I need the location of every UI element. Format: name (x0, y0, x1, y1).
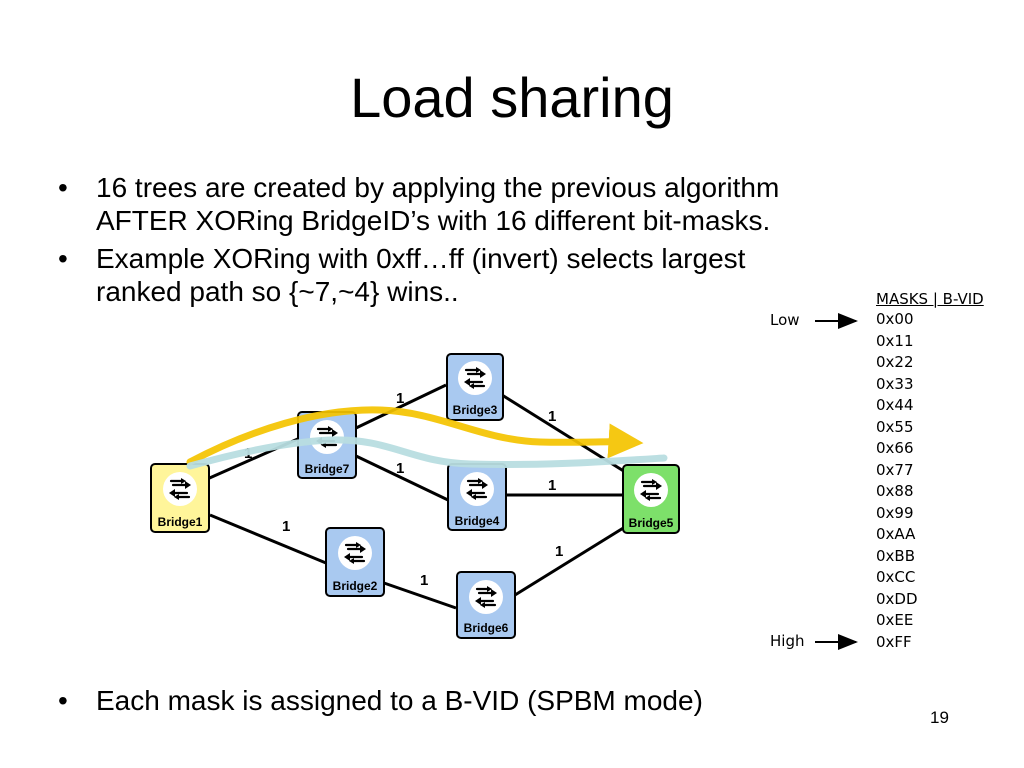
high-label: High (770, 632, 805, 650)
bridge-node-bridge1: Bridge1 (150, 463, 210, 533)
bullet-text-line: 16 trees are created by applying the pre… (96, 172, 780, 203)
link-cost-label: 1 (420, 572, 428, 589)
mask-value: 0x44 (876, 396, 914, 414)
bullet-item: • Example XORing with 0xff…ff (invert) s… (58, 242, 958, 312)
slide-number: 19 (930, 708, 949, 727)
mask-table-header: MASKS | B-VID (876, 290, 984, 308)
link-bridge1-bridge2 (209, 513, 327, 565)
bridge-node-bridge2: Bridge2 (325, 527, 385, 597)
mask-value: 0x99 (876, 503, 914, 522)
switch-arrows-icon (161, 470, 199, 508)
link-cost-label: 1 (396, 390, 404, 407)
link-bridge7-bridge3 (355, 383, 447, 430)
bullet-marker: • (58, 685, 68, 716)
bullet-text-line: AFTER XORing BridgeID’s with 16 differen… (96, 205, 771, 236)
slide-title: Load sharing (350, 66, 674, 129)
mask-value: 0x55 (876, 417, 914, 436)
link-bridge2-bridge6 (383, 581, 457, 610)
bridge-label: Bridge5 (629, 516, 674, 530)
bridge-node-bridge5: Bridge5 (622, 464, 680, 534)
mask-value: 0x00 (876, 310, 914, 328)
mask-value: 0x33 (876, 374, 914, 393)
switch-arrows-icon (632, 471, 670, 509)
mask-value: 0x77 (876, 460, 914, 479)
link-cost-label: 1 (548, 477, 556, 494)
low-label: Low (770, 311, 800, 329)
mask-value: 0x66 (876, 439, 914, 457)
mask-table: MASKS | B-VID 0x00 0x11 0x22 0x33 0x44 0… (876, 289, 984, 653)
bridge-node-bridge3: Bridge3 (446, 353, 504, 421)
bullet-text-line: ranked path so {~7,~4} wins.. (96, 276, 459, 307)
bullet-text-line: Each mask is assigned to a B-VID (SPBM m… (96, 685, 703, 716)
link-cost-label: 1 (548, 408, 556, 425)
path-highlight-lightblue (186, 436, 668, 470)
bridge-label: Bridge6 (464, 621, 509, 635)
link-cost-label: 1 (282, 518, 290, 535)
bridge-node-bridge4: Bridge4 (447, 463, 507, 531)
switch-arrows-icon (336, 534, 374, 572)
mask-value: 0x22 (876, 353, 914, 371)
mask-value: 0xDD (876, 589, 918, 608)
bridge-label: Bridge4 (455, 514, 500, 528)
bullet-item: • Each mask is assigned to a B-VID (SPBM… (58, 684, 958, 724)
switch-arrows-icon (467, 578, 505, 616)
switch-arrows-icon (456, 359, 494, 397)
bullet-text-line: Example XORing with 0xff…ff (invert) sel… (96, 243, 746, 274)
mask-value: 0xAA (876, 525, 916, 543)
link-bridge6-bridge5 (514, 520, 634, 597)
bullet-marker: • (58, 243, 68, 274)
mask-value: 0x88 (876, 482, 914, 500)
bridge-label: Bridge7 (305, 462, 350, 476)
mask-value: 0xCC (876, 568, 916, 586)
link-cost-label: 1 (396, 460, 404, 477)
bullet-marker: • (58, 172, 68, 203)
mask-value: 0xBB (876, 546, 916, 565)
bridge-label: Bridge3 (453, 403, 498, 417)
bridge-label: Bridge1 (158, 515, 203, 529)
bridge-node-bridge6: Bridge6 (456, 571, 516, 639)
switch-arrows-icon (458, 470, 496, 508)
link-bridge7-bridge4 (355, 454, 449, 502)
mask-list: 0x00 0x11 0x22 0x33 0x44 0x55 0x66 0x77 … (876, 309, 984, 653)
path-highlight-yellow (186, 406, 644, 466)
mask-value: 0xFF (876, 632, 912, 651)
link-cost-label: 1 (555, 543, 563, 560)
mask-value: 0x11 (876, 331, 914, 350)
bridge-node-bridge7: Bridge7 (297, 411, 357, 479)
bridge-label: Bridge2 (333, 579, 378, 593)
bullet-item: • 16 trees are created by applying the p… (58, 171, 958, 241)
mask-value: 0xEE (876, 611, 914, 629)
